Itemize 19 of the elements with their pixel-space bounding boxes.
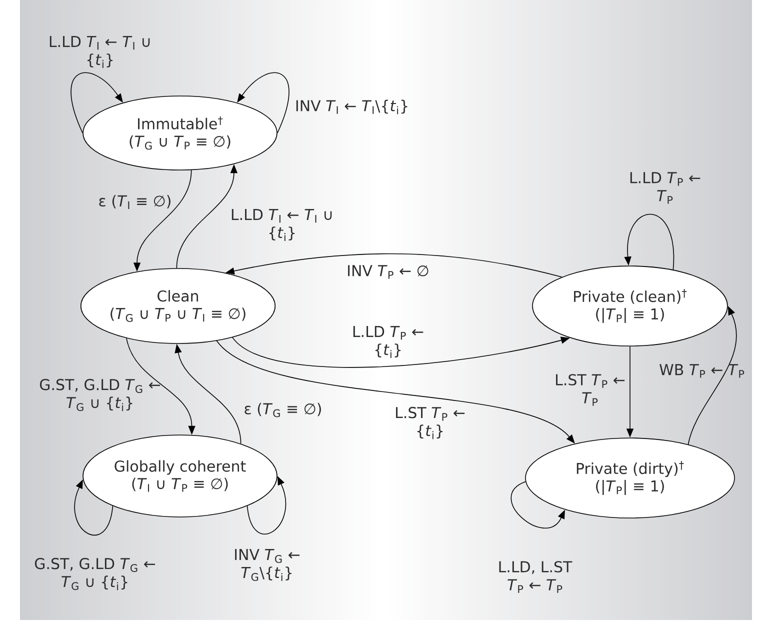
edge-label: WB T$_{P}$ ← T$_{P}$ [660, 364, 744, 378]
edge-label: G.ST, G.LD T$_{G}$ ← T$_{G}$ ∪ {t$_{i}$} [40, 378, 160, 412]
edge-label: L.LD T$_{P}$ ← {t$_{i}$} [353, 326, 424, 358]
edge-label: L.LD T$_{I}$ ← T$_{I}$ ∪ {t$_{i}$} [232, 209, 332, 241]
edge-label: L.LD, L.ST T$_{P}$ ← T$_{P}$ [499, 561, 572, 593]
edge-label: L.ST T$_{P}$ ← T$_{P}$ [556, 374, 625, 406]
edge-label: INV T$_{I}$ ← T$_{I}$\{t$_{i}$} [296, 100, 408, 114]
edge-label: G.ST, G.LD T$_{G}$ ← T$_{G}$ ∪ {t$_{i}$} [34, 558, 156, 590]
edge-label: INV T$_{P}$ ← ∅ [348, 265, 428, 279]
arrow [624, 214, 674, 270]
arrow [237, 72, 290, 134]
arrow [70, 72, 123, 134]
edge-label: ε (T$_{I}$ ≡ ∅) [99, 194, 170, 210]
edge-label: L.LD T$_{P}$ ← T$_{P}$ [630, 172, 700, 204]
edge-label: INV T$_{G}$ ← T$_{G}$\{t$_{i}$} [235, 549, 300, 581]
arrow [510, 481, 565, 528]
edge-label: L.ST T$_{P}$ ← {t$_{i}$} [396, 406, 465, 440]
edge-label: L.LD T$_{I}$ ← T$_{I}$ ∪ {t$_{i}$} [50, 36, 150, 68]
edge-label: ε (T$_{G}$ ≡ ∅) [244, 402, 321, 418]
